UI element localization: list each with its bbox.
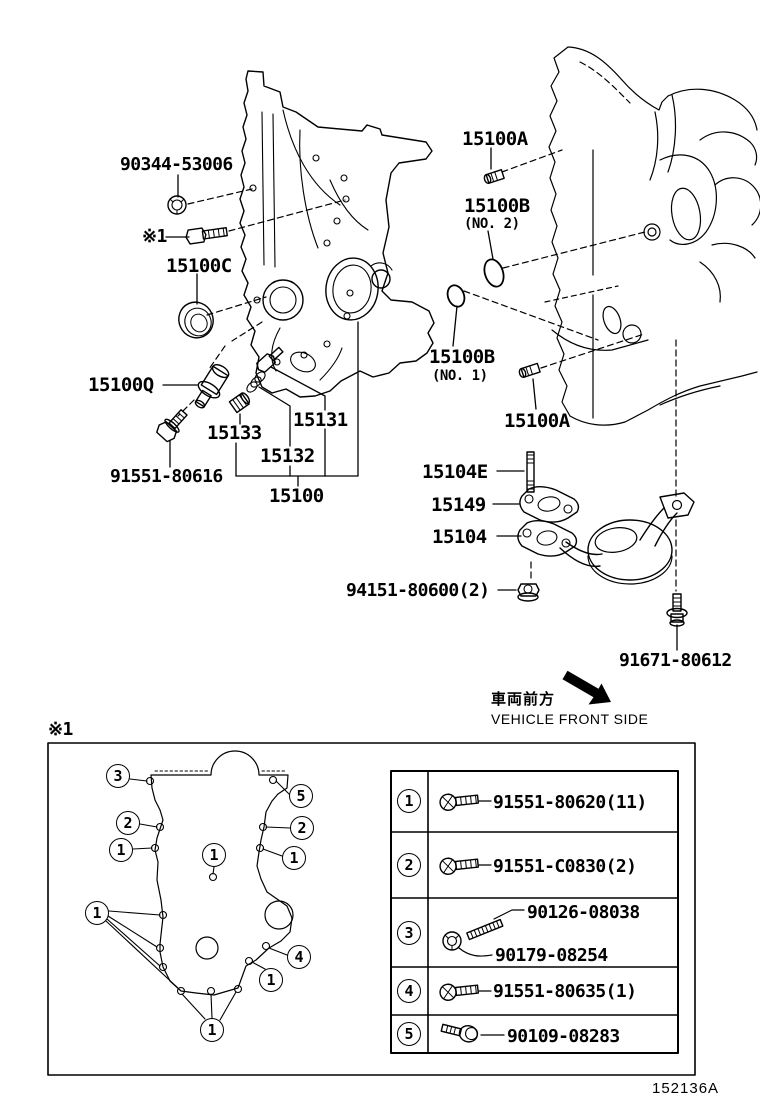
note-no2: (NO. 2) (464, 216, 520, 232)
detail-cover-drawing (105, 750, 294, 1021)
vehicle-front-arrow (562, 670, 611, 705)
part-label-15100C: 15100C (166, 255, 232, 277)
part-label-15104: 15104 (432, 526, 487, 548)
strainer-bolt-icon (666, 593, 688, 627)
ocv-bolt-icon (156, 409, 188, 443)
oring-no2-icon (483, 258, 505, 288)
part-label-15104E: 15104E (422, 461, 488, 483)
strainer-nut-icon (517, 583, 540, 602)
ocv-icon (194, 363, 230, 409)
oil-seal-icon (178, 301, 214, 339)
part-label-15131: 15131 (293, 409, 348, 431)
vehicle-front-en: VEHICLE FRONT SIDE (491, 711, 649, 727)
callout-3: 3 (106, 764, 130, 788)
table-circle-5: 5 (397, 1022, 421, 1046)
part-label-15100B-no1: 15100B (429, 346, 495, 368)
callout-1-bottom-left: 1 (85, 901, 109, 925)
timing-cover-drawing (239, 70, 435, 398)
table-circle-2: 2 (397, 853, 421, 877)
table-bolt-row4-icon (439, 983, 480, 1001)
part-label-94151-80600: 94151-80600(2) (346, 580, 490, 601)
callout-5: 5 (289, 784, 313, 808)
part-label-15133: 15133 (207, 422, 262, 444)
table-circle-1: 1 (397, 789, 421, 813)
part-label-91671-80612: 91671-80612 (619, 650, 732, 671)
detail-box (47, 742, 696, 1076)
nut-90344-icon (167, 195, 187, 215)
part-label-15100A-top: 15100A (462, 128, 528, 150)
callout-2-right: 2 (290, 816, 314, 840)
callout-2-left: 2 (116, 811, 140, 835)
detail-ref-mark: ※1 (48, 719, 73, 740)
valve-15131-icon (256, 346, 284, 373)
plug-15133-icon (228, 392, 251, 414)
table-nut-row3-icon (442, 931, 462, 951)
callout-1-lower-right: 1 (259, 968, 283, 992)
stud-15104e-icon (526, 451, 535, 493)
part-label-15132: 15132 (260, 445, 315, 467)
oring-no1-icon (446, 284, 466, 308)
table-part-row2: 91551-C0830(2) (493, 856, 637, 877)
figure-code: 152136A (652, 1080, 720, 1097)
ref-mark-label: ※1 (142, 226, 167, 247)
parts-table-grid (390, 770, 679, 1054)
dashed-lines (177, 149, 677, 592)
table-part-row4: 91551-80635(1) (493, 981, 637, 1002)
part-label-15100B-no2: 15100B (464, 195, 530, 217)
leader-lines (162, 147, 678, 651)
part-label-15100Q: 15100Q (88, 374, 154, 396)
callout-1-left: 1 (109, 838, 133, 862)
ref-bolt-icon (185, 227, 228, 245)
part-label-15149: 15149 (431, 494, 486, 516)
table-stud-row3-icon (466, 918, 504, 941)
part-label-15100: 15100 (269, 485, 324, 507)
callout-1-center: 1 (202, 843, 226, 867)
table-bolt-row2-icon (439, 857, 480, 875)
callout-1-right: 1 (282, 846, 306, 870)
table-part-row3b: 90179-08254 (495, 945, 608, 966)
table-bolt-row5-icon (440, 1023, 479, 1043)
spring-15132-icon (246, 371, 266, 393)
plug-a-top-icon (483, 169, 505, 185)
table-bolt-row1-icon (439, 793, 480, 811)
plug-a-bottom-icon (518, 362, 541, 379)
table-circle-3: 3 (397, 921, 421, 945)
callout-4: 4 (287, 945, 311, 969)
table-circle-4: 4 (397, 979, 421, 1003)
part-label-15100A-bottom: 15100A (504, 410, 570, 432)
gasket-15149-icon (519, 486, 580, 523)
vehicle-front-jp: 車両前方 (491, 690, 556, 708)
part-label-91551-80616: 91551-80616 (110, 466, 223, 487)
engine-block-drawing (544, 46, 760, 426)
table-part-row3a: 90126-08038 (527, 902, 640, 923)
note-no1: (NO. 1) (432, 368, 488, 384)
oil-strainer-icon (517, 492, 695, 585)
table-part-row1: 91551-80620(11) (493, 792, 647, 813)
callout-1-bottom: 1 (200, 1018, 224, 1042)
table-part-row5: 90109-08283 (507, 1026, 620, 1047)
part-label-90344-53006: 90344-53006 (120, 154, 233, 175)
